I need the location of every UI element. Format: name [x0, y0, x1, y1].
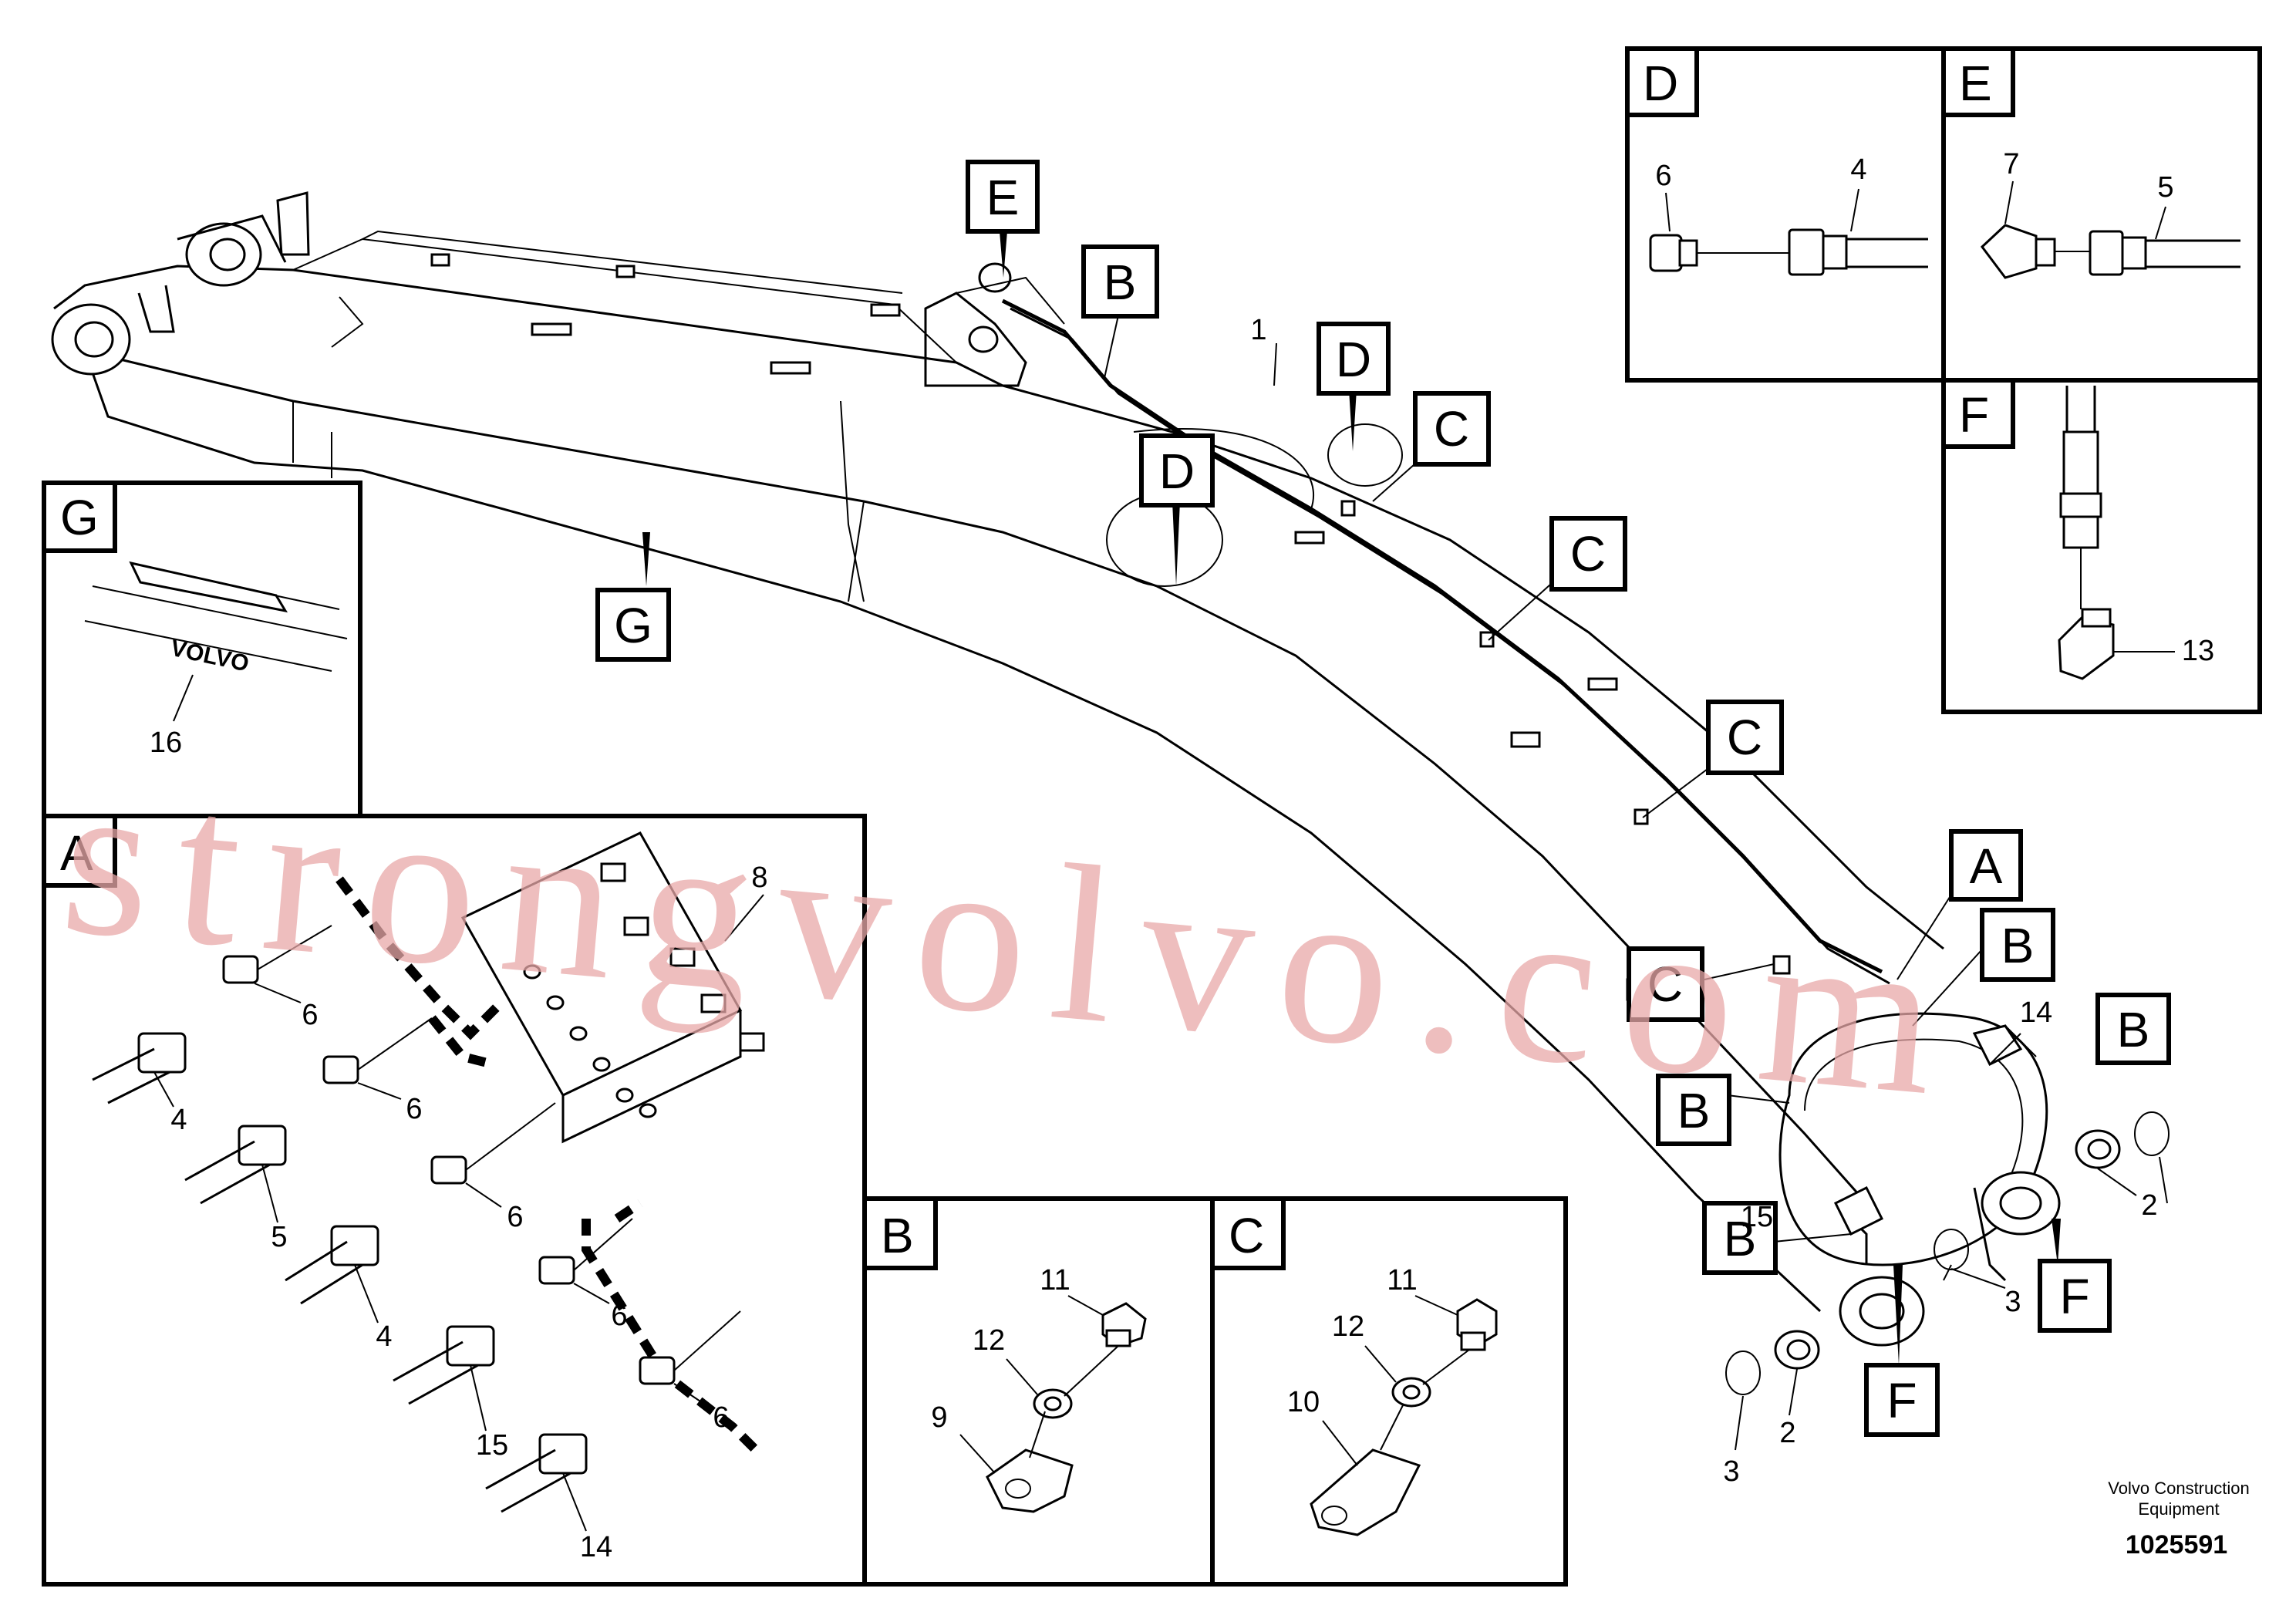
panel-F-callout-13: 13	[2182, 635, 2214, 667]
panel-A-callout-6c: 6	[507, 1201, 523, 1233]
svg-text:C: C	[1434, 401, 1469, 457]
svg-text:C: C	[1570, 526, 1606, 582]
panel-B-callout-12: 12	[973, 1324, 1005, 1357]
panel-A-callout-6b: 6	[406, 1093, 422, 1125]
svg-text:D: D	[1643, 56, 1678, 111]
panel-C-callout-11: 11	[1387, 1264, 1417, 1297]
panel-B-callout-11: 11	[1040, 1264, 1070, 1297]
panel-G-callout-16: 16	[150, 727, 182, 759]
hose-fittings	[92, 925, 741, 1513]
ref-box-C-main-4: C	[1627, 946, 1704, 1022]
svg-text:A: A	[60, 825, 93, 881]
ref-box-C-main-1: C	[1413, 391, 1491, 467]
ref-box-A-main: A	[1949, 829, 2023, 902]
panel-A-callout-8: 8	[751, 862, 767, 894]
panel-E-callout-7: 7	[2003, 148, 2019, 180]
svg-text:F: F	[2059, 1269, 2089, 1324]
panel-D-callout-6: 6	[1655, 160, 1671, 192]
panel-C-callout-10: 10	[1287, 1386, 1320, 1418]
ref-box-C-main-2: C	[1549, 516, 1627, 592]
callout-2-bottom: 2	[1779, 1417, 1795, 1449]
svg-text:G: G	[614, 598, 652, 653]
main-leader-lines	[642, 231, 2168, 1365]
detail-panel-G: G VOLVO 16	[42, 481, 362, 818]
ref-box-D-main-upper: D	[1317, 322, 1391, 396]
panel-B-callout-9: 9	[931, 1401, 947, 1434]
ref-box-B-main-3: B	[2095, 993, 2171, 1065]
panel-A-callout-15: 15	[476, 1429, 508, 1462]
drawing-number: 1025591	[2126, 1530, 2227, 1560]
ref-box-B-main-4: B	[1656, 1074, 1731, 1146]
panel-A-callout-4b: 4	[376, 1320, 392, 1353]
callout-2-right: 2	[2141, 1189, 2157, 1222]
svg-text:B: B	[1724, 1211, 1757, 1266]
panel-A-callout-6a: 6	[302, 999, 318, 1031]
ref-box-B-main-5: B	[1702, 1201, 1778, 1275]
ref-box-B-main-2: B	[1980, 908, 2055, 982]
svg-text:B: B	[2001, 918, 2035, 973]
callout-15: 15	[1741, 1201, 1773, 1233]
panel-A-callout-14: 14	[580, 1531, 612, 1563]
callout-3-mid: 3	[2004, 1286, 2021, 1318]
main-callouts: 1 14 15 2 3 3 2	[1250, 314, 2157, 1488]
panel-D-callout-4: 4	[1850, 153, 1866, 186]
svg-text:B: B	[2117, 1002, 2150, 1057]
credit-block: Volvo Construction Equipment 1025591	[2108, 1479, 2249, 1560]
ref-box-F-main-right: F	[2038, 1259, 2112, 1333]
callout-14: 14	[2020, 996, 2052, 1029]
ref-box-B-main-top: B	[1081, 244, 1159, 319]
panel-C-callout-12: 12	[1332, 1310, 1364, 1343]
detail-panel-F: F 13	[1941, 378, 2262, 714]
svg-text:B: B	[1677, 1083, 1711, 1138]
callout-1: 1	[1250, 314, 1266, 346]
ref-box-F-main-bottom: F	[1864, 1363, 1940, 1437]
svg-text:D: D	[1159, 443, 1195, 499]
svg-text:C: C	[1727, 710, 1762, 765]
detail-panel-C: C 11 12 10	[1210, 1196, 1568, 1587]
svg-text:A: A	[1970, 838, 2003, 894]
arm-assembly-drawing	[51, 191, 2170, 1395]
svg-text:B: B	[881, 1208, 914, 1263]
panel-E-callout-5: 5	[2157, 171, 2173, 204]
panel-A-callout-6d: 6	[611, 1300, 627, 1332]
panel-A-callout-6e: 6	[713, 1401, 729, 1434]
detail-panel-A: A	[42, 814, 867, 1587]
detail-panel-B: B 11 12 9	[862, 1196, 1215, 1587]
ref-box-C-main-3: C	[1706, 700, 1784, 775]
ref-box-E-main: E	[966, 160, 1040, 234]
panel-A-callout-4a: 4	[170, 1104, 187, 1136]
main-reference-boxes: E B D D C C C C	[595, 160, 2171, 1437]
credit-line-1: Volvo Construction	[2108, 1479, 2249, 1498]
svg-text:G: G	[60, 490, 99, 545]
svg-text:E: E	[1959, 56, 1992, 111]
credit-line-2: Equipment	[2138, 1499, 2219, 1519]
ref-box-D-main-lower: D	[1139, 433, 1215, 508]
svg-text:B: B	[1104, 255, 1137, 310]
svg-text:D: D	[1336, 332, 1371, 387]
ref-box-G-main: G	[595, 588, 671, 662]
svg-text:C: C	[1229, 1208, 1264, 1263]
svg-text:F: F	[1886, 1373, 1917, 1428]
svg-text:F: F	[1959, 387, 1989, 443]
svg-text:C: C	[1647, 956, 1683, 1012]
callout-3-bottom: 3	[1723, 1455, 1739, 1488]
detail-panel-D: D 6 4	[1625, 46, 1946, 383]
svg-text:E: E	[986, 170, 1020, 225]
detail-panel-E: E 7 5	[1941, 46, 2262, 383]
panel-A-callout-5: 5	[271, 1221, 287, 1253]
